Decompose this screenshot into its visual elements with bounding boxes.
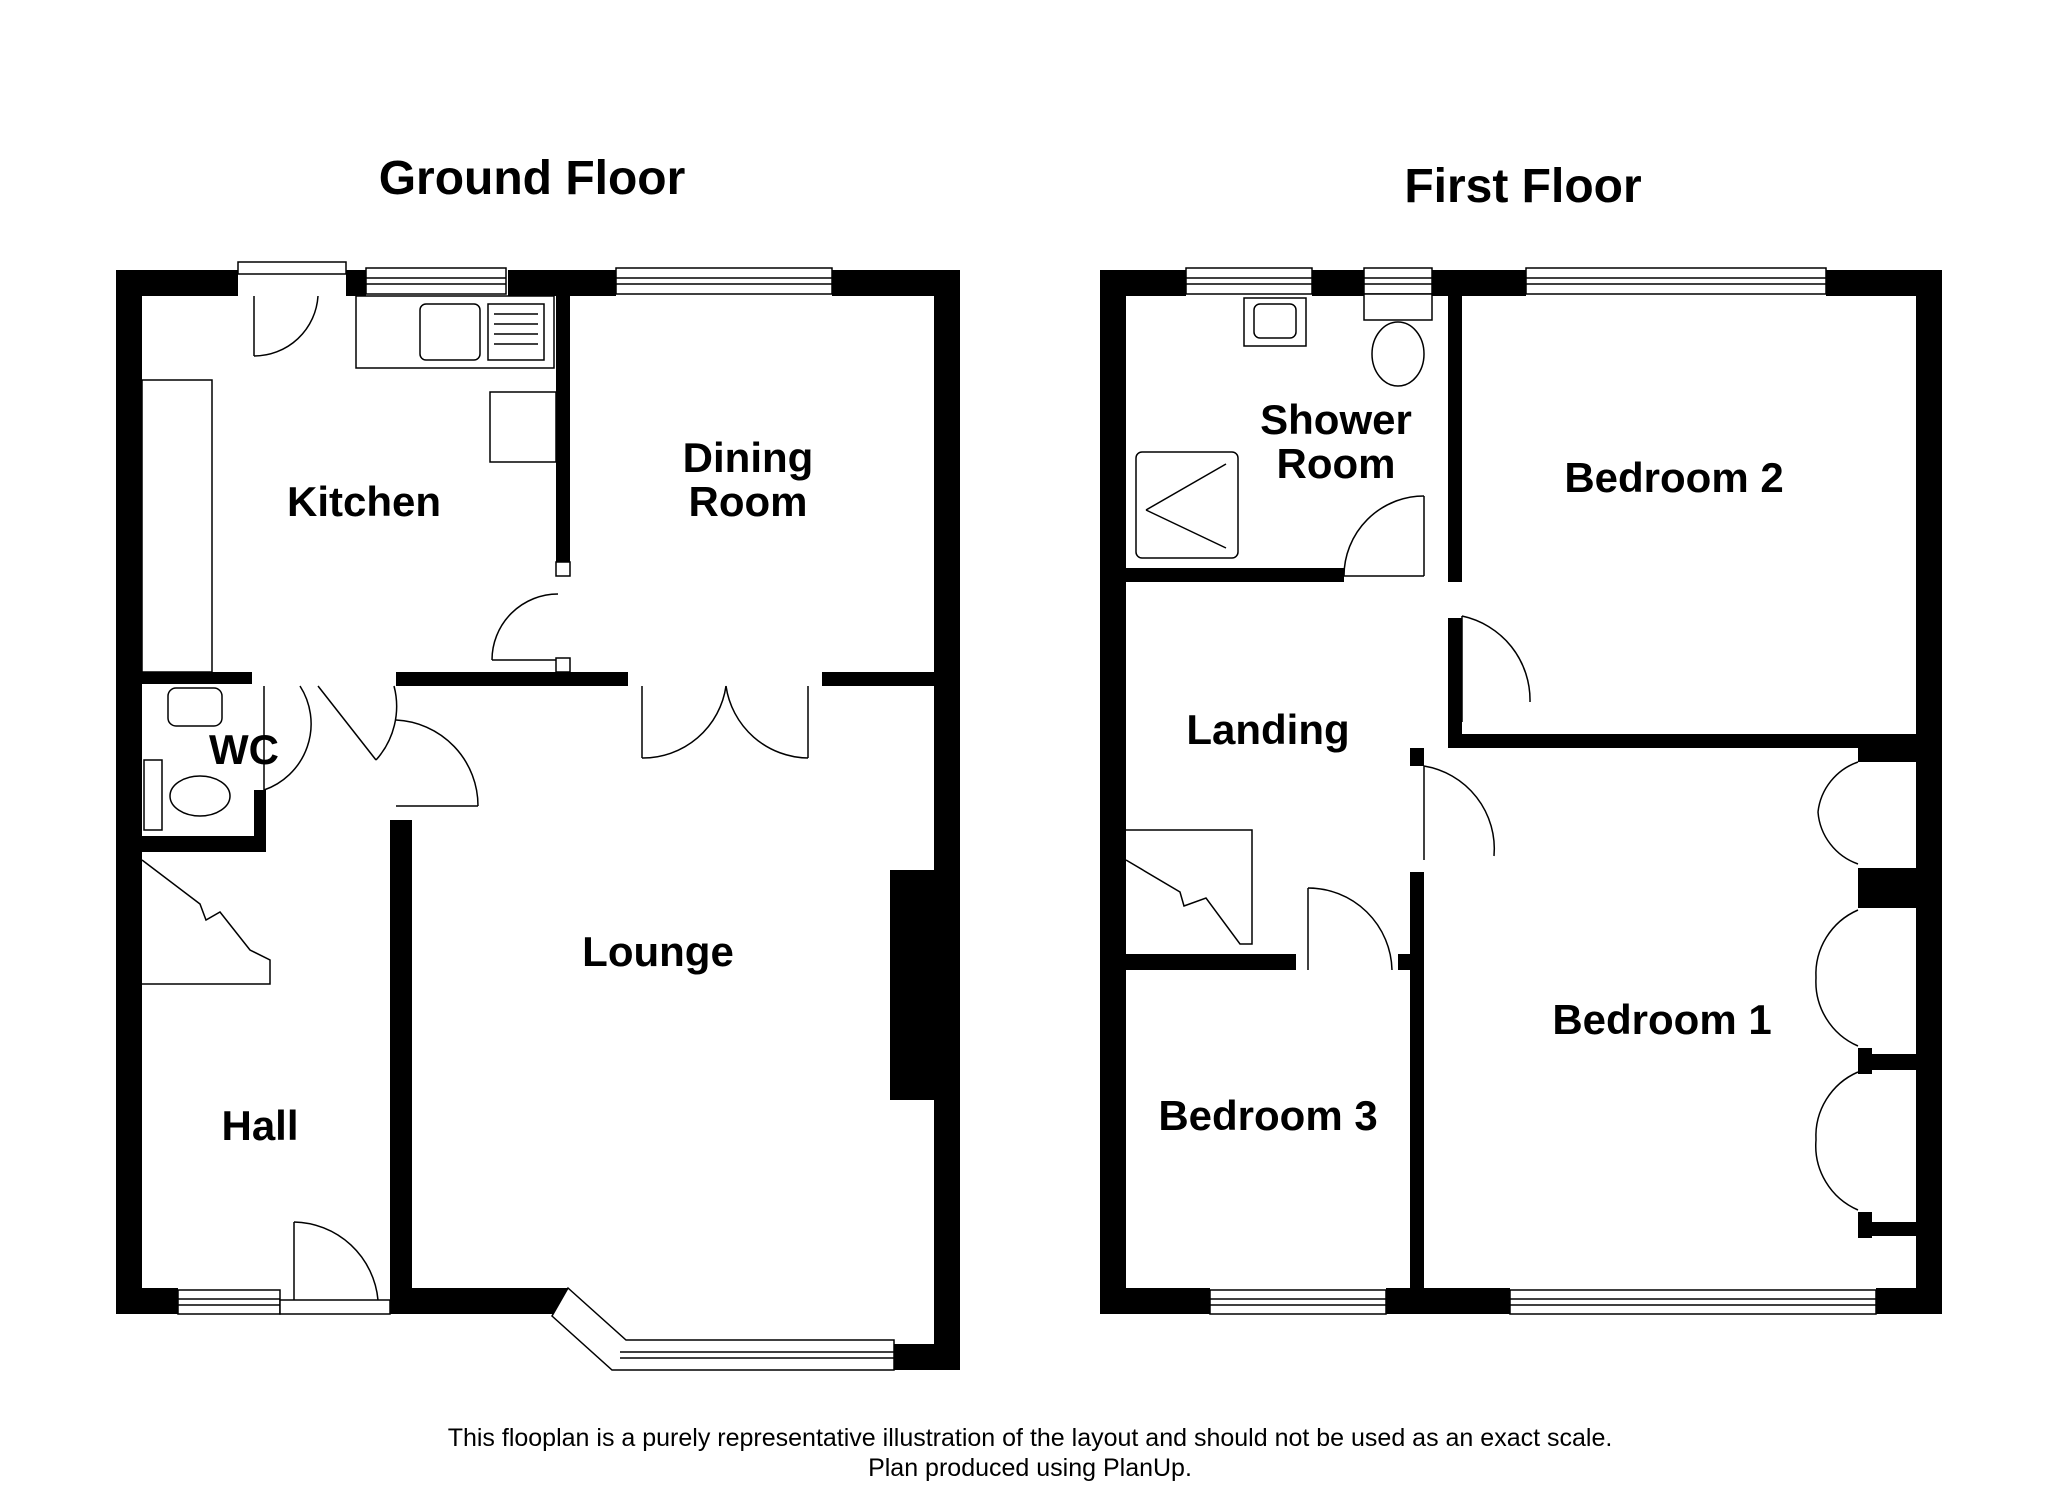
drainer-icon	[487, 303, 545, 361]
ground-floor-walls	[116, 270, 960, 1370]
room-label-kitchen: Kitchen	[287, 478, 441, 525]
kitchen-sink-icon	[419, 303, 481, 361]
room-label-shower-room-line2: Room	[1277, 440, 1396, 487]
toilet-icon-first	[1371, 321, 1425, 387]
room-label-lounge: Lounge	[582, 928, 734, 975]
shower-tray-icon	[1135, 451, 1239, 559]
room-label-shower-room-line1: Shower	[1260, 396, 1412, 443]
cistern-icon-first	[1363, 293, 1433, 321]
ground-floor-doors	[237, 261, 809, 1315]
first-floor-windows	[1185, 267, 1877, 1315]
room-label-landing: Landing	[1186, 706, 1349, 753]
first-floor-plan: Shower Room Bedroom 2 Landing Bedroom 1 …	[1100, 267, 1942, 1315]
ground-floor-windows	[177, 267, 895, 1371]
appliance-box	[489, 391, 557, 463]
ground-floor-fixtures	[141, 295, 557, 985]
room-label-bedroom-1: Bedroom 1	[1552, 996, 1771, 1043]
room-label-dining-room-line1: Dining	[683, 434, 814, 481]
room-label-dining-room-line2: Room	[689, 478, 808, 525]
first-floor-staircase-icon	[1125, 829, 1253, 945]
first-floor-title: First Floor	[1404, 160, 1641, 213]
first-floor-doors	[1307, 495, 1859, 1211]
first-floor-fixtures	[1125, 293, 1433, 945]
cistern-icon	[143, 759, 163, 831]
room-label-bedroom-3: Bedroom 3	[1158, 1092, 1377, 1139]
room-label-bedroom-2: Bedroom 2	[1564, 454, 1783, 501]
disclaimer-line-1: This flooplan is a purely representative…	[448, 1424, 1613, 1452]
staircase-icon	[141, 859, 271, 985]
ground-floor-plan: Kitchen Dining Room WC Lounge Hall	[116, 261, 960, 1371]
first-floor-walls	[1100, 270, 1942, 1314]
kitchen-units	[141, 379, 213, 673]
basin-icon	[167, 687, 223, 727]
room-label-hall: Hall	[221, 1102, 298, 1149]
ground-floor-title: Ground Floor	[379, 152, 686, 205]
disclaimer-line-2: Plan produced using PlanUp.	[868, 1454, 1192, 1482]
toilet-icon	[169, 775, 231, 817]
room-label-wc: WC	[209, 726, 279, 773]
